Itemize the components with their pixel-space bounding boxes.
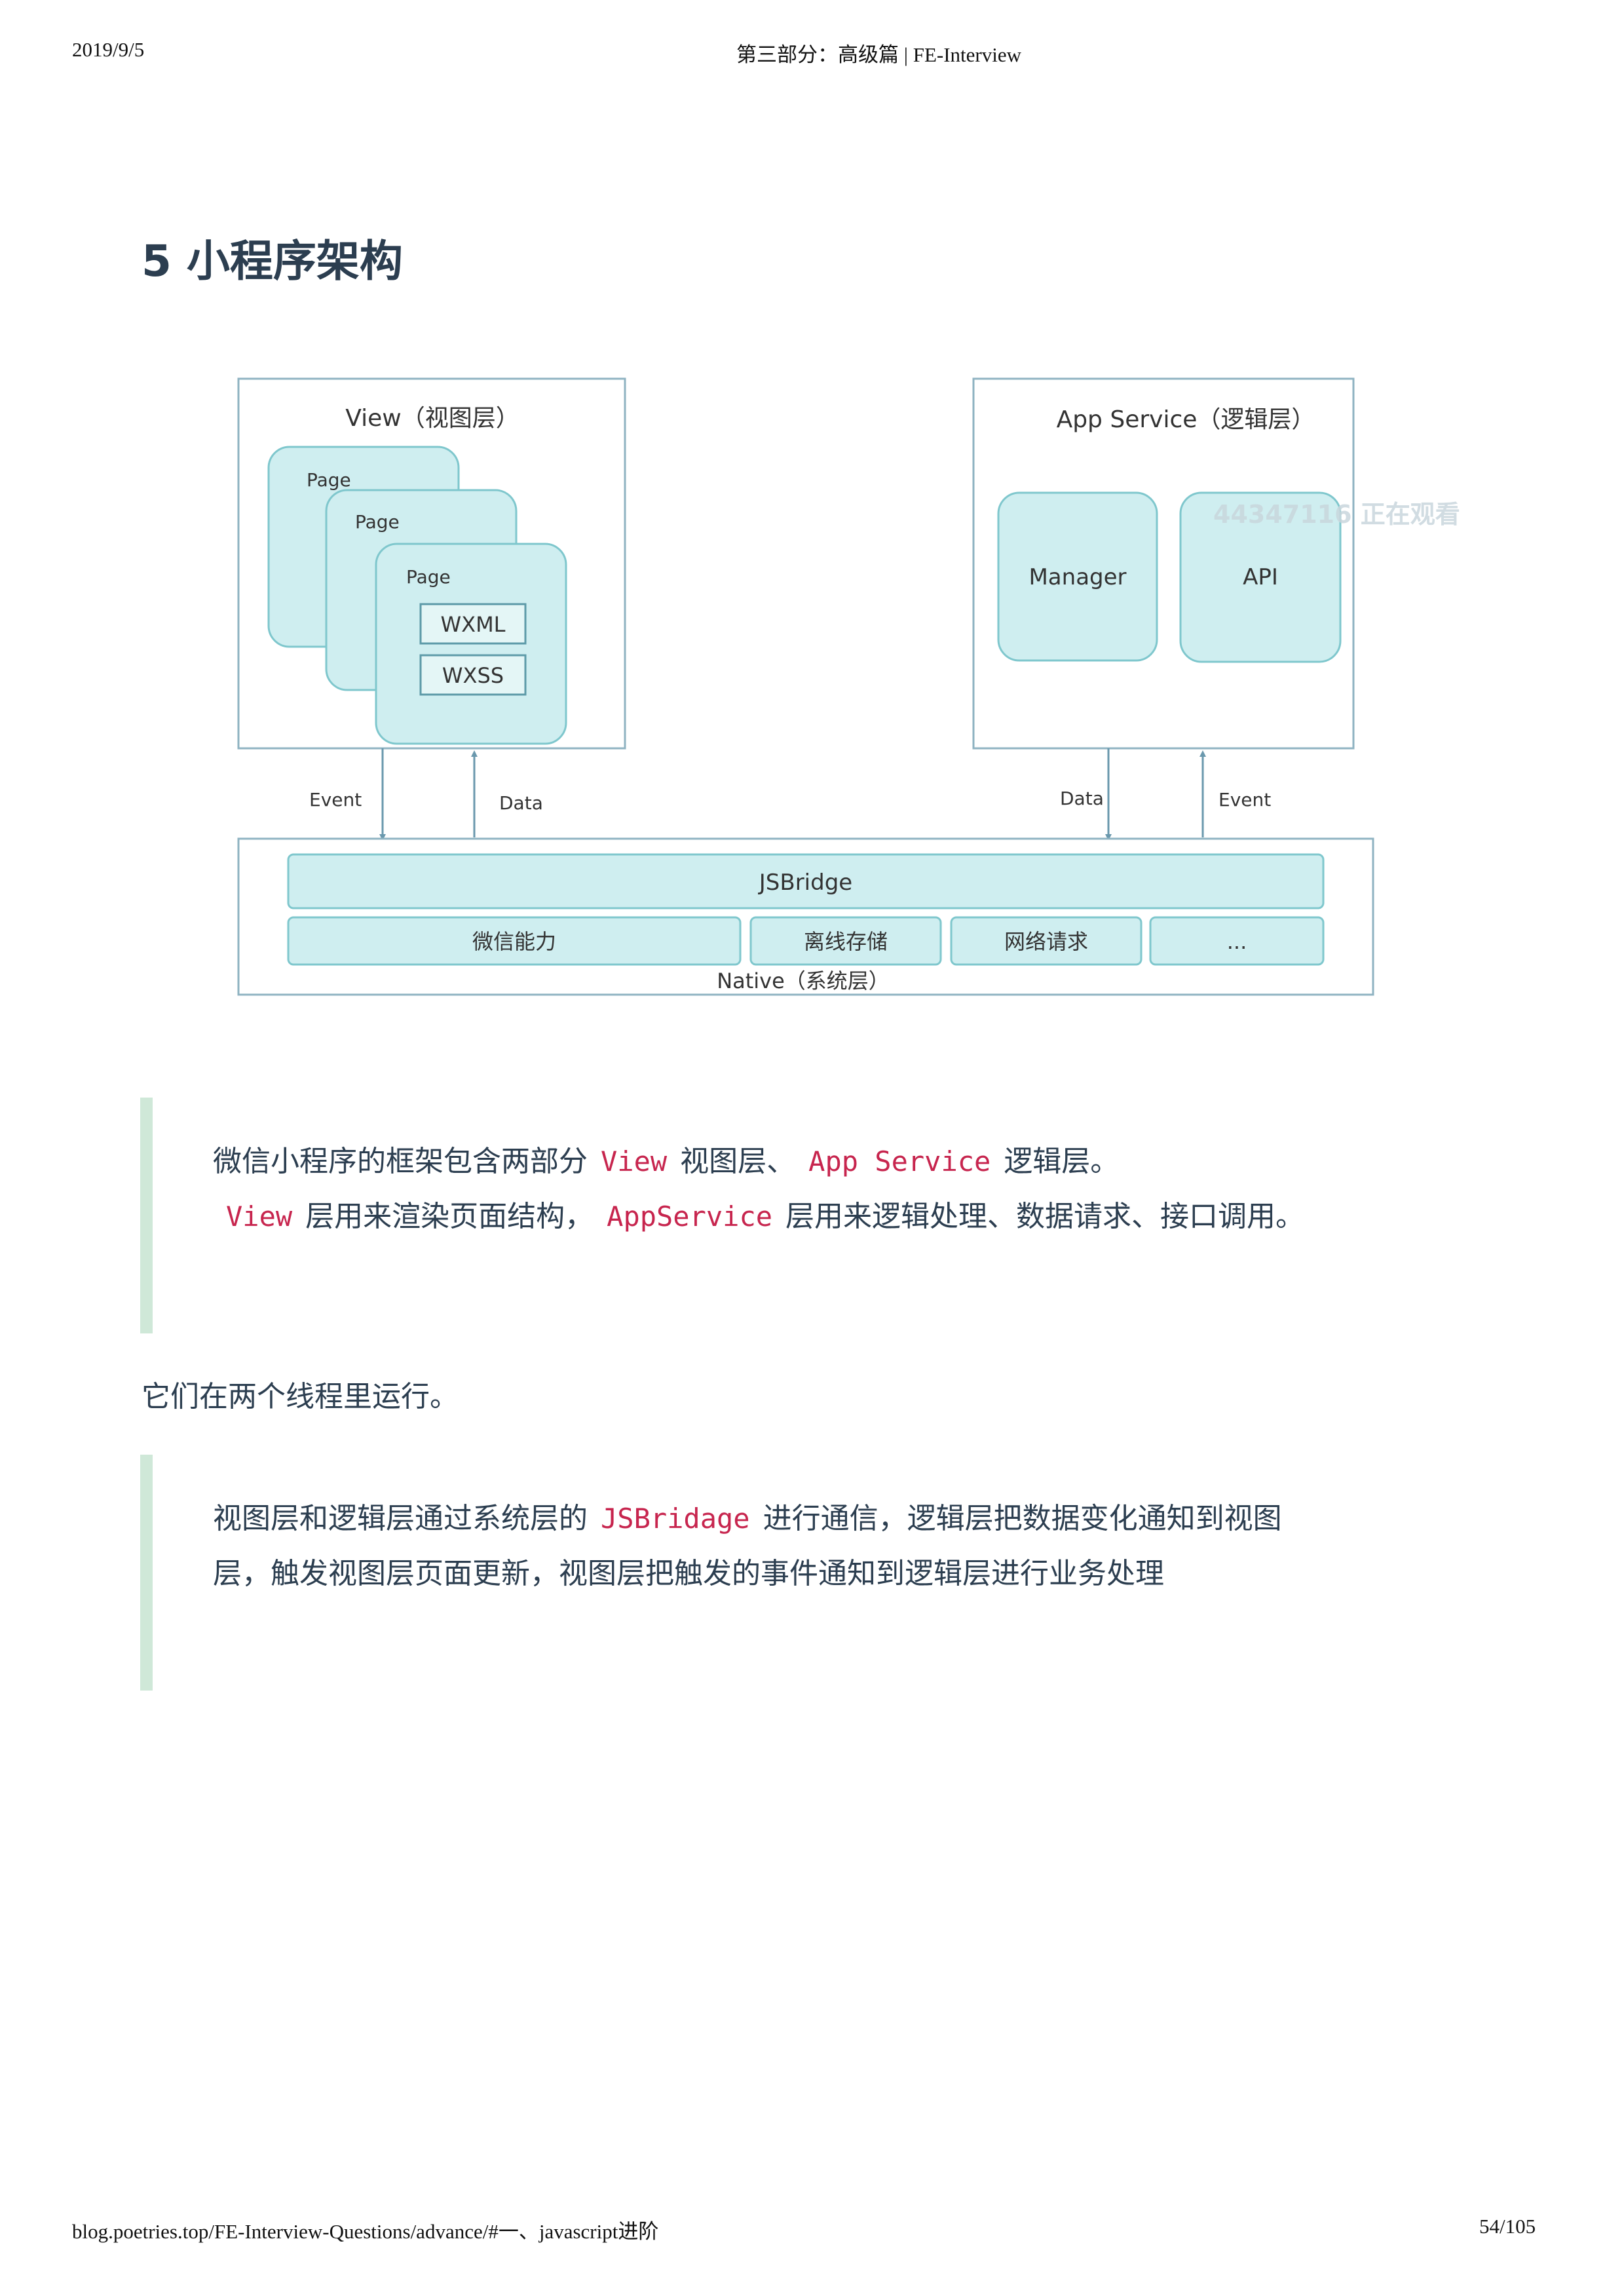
header-date: 2019/9/5	[72, 38, 145, 61]
page-label-2: Page	[355, 511, 400, 533]
text-span: 进行通信，逻辑层把数据变化通知到视图层，触发视图层页面更新，视图层把触发的事件通…	[213, 1502, 1282, 1590]
wxss-label: WXSS	[442, 663, 504, 688]
data-label-right: Data	[1060, 788, 1104, 809]
event-label-right: Event	[1218, 789, 1271, 811]
native-item-label-2: 离线存储	[804, 929, 888, 954]
watermark: 44347116 正在观看	[1213, 500, 1460, 529]
jsbridge-bar	[287, 853, 1325, 909]
wxml-label: WXML	[441, 612, 506, 637]
text-span: 层用来逻辑处理、数据请求、接口调用。	[785, 1200, 1305, 1233]
native-item-label-4: ...	[1227, 929, 1247, 954]
header-title: 第三部分：高级篇 | FE-Interview	[736, 43, 1021, 66]
paragraph-threads: 它们在两个线程里运行。	[142, 1380, 459, 1413]
app-service-title: App Service（逻辑层）	[1057, 406, 1315, 433]
text-span: 视图层和逻辑层通过系统层的	[213, 1502, 588, 1535]
page-label-3: Page	[406, 566, 451, 588]
inline-code: JSBridage	[601, 1502, 750, 1535]
event-label-left: Event	[309, 789, 362, 811]
inline-code: View	[601, 1145, 668, 1177]
api-label: API	[1243, 564, 1278, 590]
native-item-label-3: 网络请求	[1004, 929, 1088, 954]
native-item-more	[1149, 916, 1325, 966]
wxml-box	[419, 603, 527, 645]
text-span: 层用来渲染页面结构，	[305, 1200, 594, 1233]
footer-page-number: 54/105	[1479, 2215, 1536, 2238]
blockquote-text: 微信小程序的框架包含两部分 View 视图层、 App Service 逻辑层。 View…	[213, 1098, 1332, 1244]
native-item-storage	[749, 916, 942, 966]
native-layer-title: Native（系统层）	[717, 968, 890, 993]
manager-box	[997, 491, 1158, 662]
manager-label: Manager	[1029, 564, 1126, 590]
native-item-wechat	[287, 916, 742, 966]
architecture-diagram: View（视图层） Page Page Page WXML WXSS App S…	[237, 377, 1460, 996]
inline-code: App Service	[808, 1145, 991, 1177]
page-label-1: Page	[307, 469, 351, 491]
text-span: 视图层、	[680, 1145, 796, 1178]
jsbridge-label: JSBridge	[758, 870, 852, 896]
section-title: 5 小程序架构	[142, 236, 403, 286]
blockquote-architecture: 微信小程序的框架包含两部分 View 视图层、 App Service 逻辑层。 View…	[140, 1098, 1332, 1333]
native-item-label-1: 微信能力	[472, 929, 556, 954]
text-span: 微信小程序的框架包含两部分	[213, 1145, 588, 1178]
view-layer-title: View（视图层）	[345, 405, 519, 432]
data-label-left: Data	[499, 792, 543, 814]
inline-code: View	[226, 1200, 293, 1233]
api-box	[1179, 491, 1342, 663]
inline-code: AppService	[607, 1200, 773, 1233]
text-span: 逻辑层。	[1004, 1145, 1120, 1178]
wxss-box	[419, 654, 527, 696]
native-item-network	[950, 916, 1142, 966]
footer-url[interactable]: blog.poetries.top/FE-Interview-Questions…	[72, 2220, 659, 2243]
